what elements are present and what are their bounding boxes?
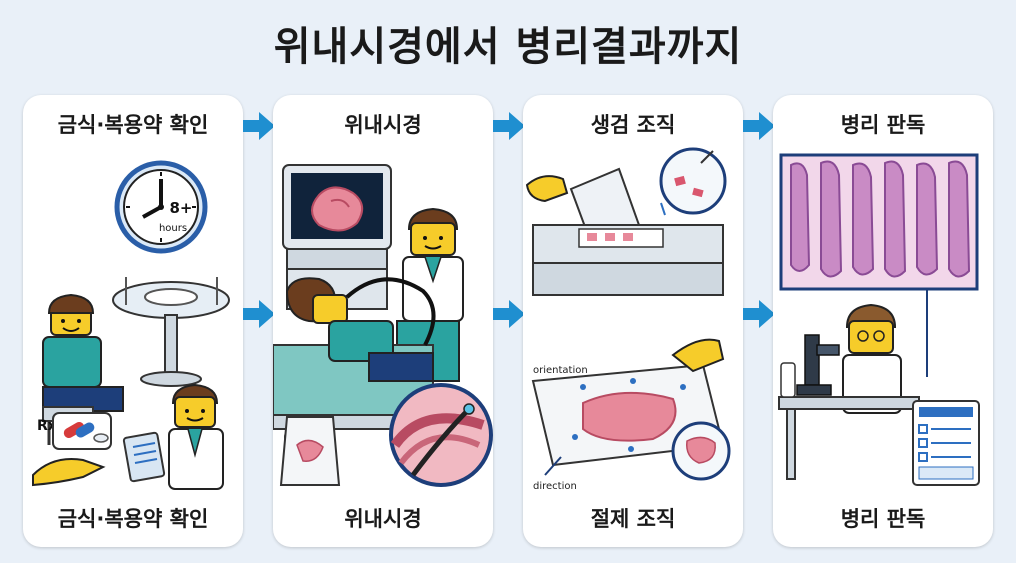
label-orientation: orientation <box>533 365 588 376</box>
panel-pathology: 병리 판독 <box>773 95 993 547</box>
microscope-icon <box>778 334 920 480</box>
panel-fasting-top-label: 금식·복용약 확인 <box>57 113 209 137</box>
panel-fasting: 금식·복용약 확인 8+ hours <box>23 95 243 547</box>
panel-endoscopy-bottom-label: 위내시경 <box>344 507 422 531</box>
fasting-illustration: 8+ hours Rx <box>32 160 230 490</box>
panel-fasting-bottom-label: 금식·복용약 확인 <box>57 507 209 531</box>
arrow-right-icon <box>243 300 275 328</box>
arrow-right-icon <box>743 300 775 328</box>
panel-pathology-bottom-label: 병리 판독 <box>840 507 926 531</box>
report-document-icon <box>912 400 980 486</box>
panel-endoscopy-top-label: 위내시경 <box>344 113 422 137</box>
stomach-zoom-inset <box>389 383 493 487</box>
panel-endoscopy: 위내시경 <box>273 95 493 547</box>
resection-board: orientation direction <box>531 338 731 492</box>
label-direction: direction <box>533 481 577 492</box>
endoscopist-figure <box>396 207 464 382</box>
clock-unit: hours <box>159 223 187 234</box>
arrow-right-icon <box>243 112 275 140</box>
histology-image <box>779 153 979 377</box>
arrow-right-icon <box>743 112 775 140</box>
pathology-illustration <box>778 153 980 486</box>
clock-number: 8+ <box>169 199 192 217</box>
panel-tissue-bottom-label: 절제 조직 <box>590 507 676 531</box>
page-title: 위내시경에서 병리결과까지 <box>273 24 743 70</box>
table-with-plate <box>112 277 230 387</box>
arrow-right-icon <box>493 112 525 140</box>
panel-tissue-top-label: 생검 조직 <box>590 113 676 137</box>
specimen-bag-icon <box>279 416 341 486</box>
endoscopy-illustration <box>273 164 493 487</box>
clock-icon: 8+ hours <box>114 160 208 254</box>
biopsy-cassette <box>525 147 727 296</box>
panel-tissue: 생검 조직 orientation <box>523 95 743 547</box>
monitor-icon <box>282 164 392 310</box>
panel-pathology-top-label: 병리 판독 <box>840 113 926 137</box>
doctor-figure <box>122 383 224 490</box>
arrow-right-icon <box>493 300 525 328</box>
rx-symbol: Rx <box>37 418 57 434</box>
tissue-illustration: orientation direction <box>525 147 731 492</box>
pill-medication-icon: Rx <box>32 412 112 487</box>
